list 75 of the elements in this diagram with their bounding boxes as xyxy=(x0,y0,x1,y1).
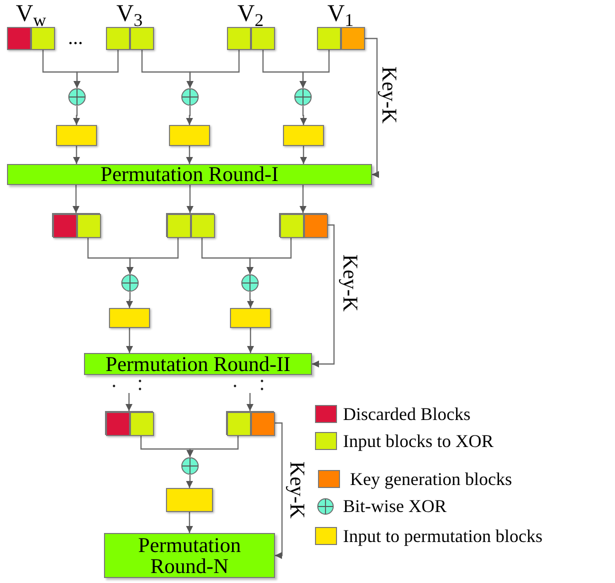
arrow xyxy=(186,146,193,164)
arrow xyxy=(74,50,119,88)
input-block xyxy=(251,27,275,50)
permutation-round-box: Permutation Round-N xyxy=(104,533,275,578)
key-block xyxy=(341,27,365,50)
permutation-round-box: Permutation Round-I xyxy=(7,164,372,185)
input-block xyxy=(317,27,341,50)
permutation-input-block xyxy=(230,308,271,328)
input-block xyxy=(227,412,251,436)
legend-text: Discarded Blocks xyxy=(343,405,470,423)
vector-label: V$_{1}$ xyxy=(326,2,355,26)
legend-text: Key generation blocks xyxy=(350,470,512,488)
block-pair xyxy=(166,213,214,237)
arrow xyxy=(186,50,240,88)
arrow xyxy=(126,328,133,353)
input-block xyxy=(227,27,251,50)
permutation-input-block xyxy=(56,125,97,146)
block-pair xyxy=(225,2,276,50)
input-block xyxy=(106,27,130,50)
block-pair xyxy=(279,213,327,237)
input-block xyxy=(130,27,154,50)
block-pair xyxy=(226,411,274,435)
edge-label: Key-K xyxy=(286,461,308,519)
permutation-round-box: Permutation Round-II xyxy=(84,353,312,375)
block-pair xyxy=(104,2,155,50)
arrow xyxy=(73,146,80,164)
arrow xyxy=(300,106,307,125)
arrow xyxy=(300,146,307,164)
permutation-input-block xyxy=(169,125,210,146)
discarded-block xyxy=(7,27,31,50)
arrow xyxy=(72,185,80,213)
legend-text: Bit-wise XOR xyxy=(343,497,446,515)
discarded-block xyxy=(53,214,77,238)
discarded-block xyxy=(106,412,130,436)
ellipsis-text: ... xyxy=(68,28,83,48)
arrow xyxy=(186,185,194,213)
arrow xyxy=(247,328,254,353)
input-block xyxy=(31,27,55,50)
vector-label: V$_{w}$ xyxy=(14,2,48,26)
key-block xyxy=(304,214,328,238)
vector-label: V$_{3}$ xyxy=(115,2,144,26)
arrow xyxy=(246,393,254,411)
arrow xyxy=(247,292,254,308)
arrow xyxy=(312,224,335,368)
input-block xyxy=(280,214,304,238)
input-block xyxy=(130,412,154,436)
arrow xyxy=(274,422,283,559)
permutation-input-block xyxy=(166,488,213,512)
block-pair xyxy=(315,2,366,50)
block-pair xyxy=(52,213,100,237)
legend-text: Input to permutation blocks xyxy=(343,527,542,545)
input-block xyxy=(191,214,215,238)
arrow xyxy=(300,185,306,213)
permutation-input-block xyxy=(109,308,150,328)
arrow xyxy=(186,475,193,488)
edge-label: Key-K xyxy=(340,254,360,312)
arrow xyxy=(126,237,179,274)
arrow xyxy=(300,50,330,88)
arrow xyxy=(186,106,193,125)
arrow xyxy=(186,512,193,533)
arrow xyxy=(186,435,239,457)
input-block xyxy=(167,214,191,238)
arrow xyxy=(246,237,292,274)
key-block xyxy=(251,412,275,436)
arrow xyxy=(126,393,132,411)
block-pair xyxy=(5,2,57,50)
arrow xyxy=(126,292,133,308)
vector-label: V$_{2}$ xyxy=(236,2,265,26)
arrow xyxy=(73,106,80,125)
legend-text: Input blocks to XOR xyxy=(343,432,494,450)
input-block xyxy=(77,214,101,238)
edge-label: Key-K xyxy=(378,66,400,124)
block-pair xyxy=(105,411,153,435)
arrow xyxy=(365,38,379,178)
permutation-input-block xyxy=(283,125,324,146)
